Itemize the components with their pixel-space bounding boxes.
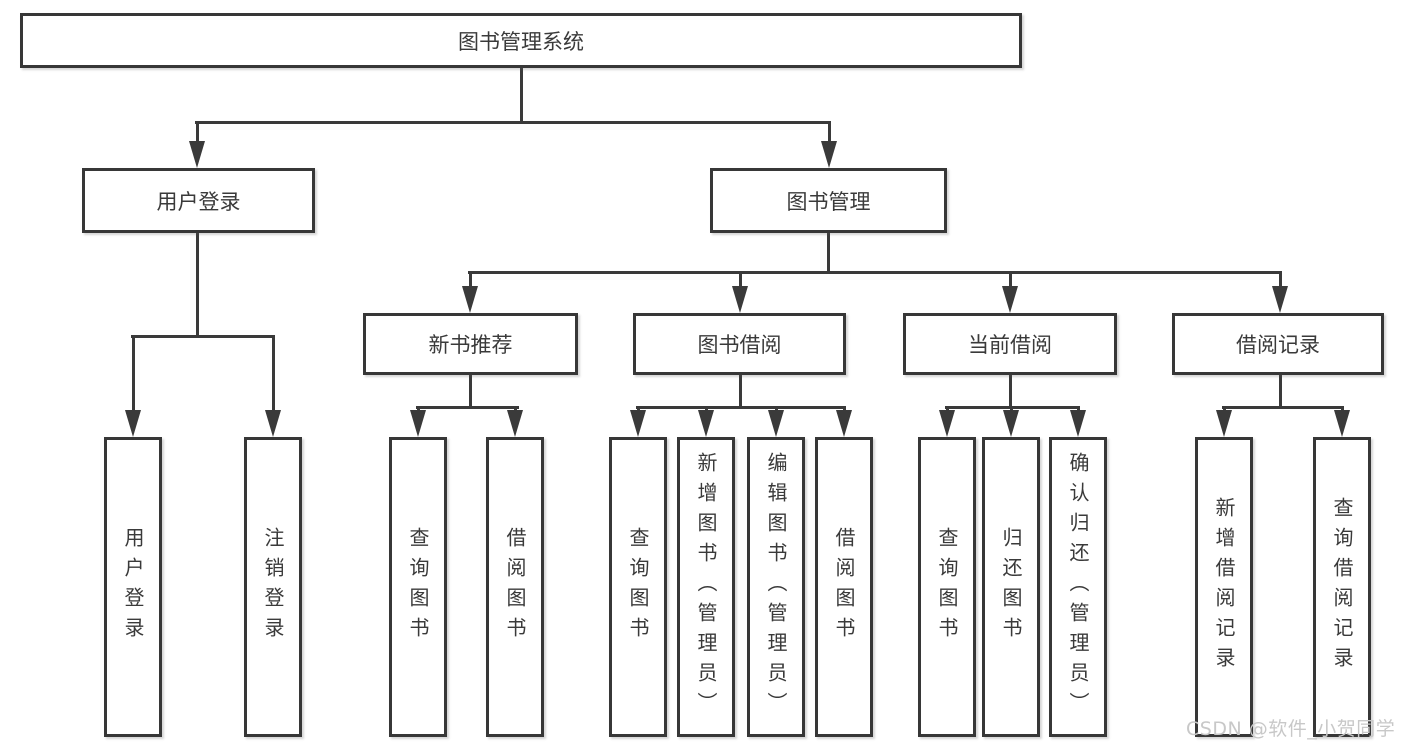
connector-line <box>1009 271 1012 291</box>
leaf-query-books-borrow-label: 查询图书 <box>626 527 650 647</box>
down-arrowhead-icon <box>1002 286 1018 313</box>
leaf-borrow-books-recommend: 借阅图书 <box>486 437 544 737</box>
node-book-management-label: 图书管理 <box>786 189 871 214</box>
leaf-query-books-recommend-label: 查询图书 <box>406 527 430 647</box>
leaf-query-borrow-record-label: 查询借阅记录 <box>1330 497 1354 677</box>
csdn-watermark: CSDN @软件_小贺同学 <box>1186 718 1396 740</box>
node-book-management: 图书管理 <box>710 168 947 233</box>
down-arrowhead-icon <box>698 410 714 437</box>
leaf-query-borrow-record: 查询借阅记录 <box>1313 437 1371 737</box>
leaf-add-borrow-record: 新增借阅记录 <box>1195 437 1253 737</box>
leaf-query-books-current: 查询图书 <box>918 437 976 737</box>
connector-line <box>1222 406 1344 409</box>
down-arrowhead-icon <box>939 410 955 437</box>
connector-line <box>828 121 831 145</box>
leaf-borrow-books: 借阅图书 <box>815 437 873 737</box>
node-new-book-recommend-label: 新书推荐 <box>428 333 513 357</box>
leaf-return-books-label: 归还图书 <box>999 527 1023 647</box>
connector-line <box>469 375 472 408</box>
leaf-logout: 注销登录 <box>244 437 302 737</box>
connector-line <box>636 406 846 409</box>
connector-line <box>131 335 275 338</box>
down-arrowhead-icon <box>462 286 478 313</box>
leaf-edit-books-admin-label: 编辑图书（管理员） <box>764 452 788 722</box>
connector-line <box>195 121 831 124</box>
down-arrowhead-icon <box>507 410 523 437</box>
down-arrowhead-icon <box>732 286 748 313</box>
connector-line <box>132 335 135 413</box>
leaf-borrow-books-recommend-label: 借阅图书 <box>503 527 527 647</box>
leaf-query-books-current-label: 查询图书 <box>935 527 959 647</box>
down-arrowhead-icon <box>1334 410 1350 437</box>
node-book-borrow-label: 图书借阅 <box>697 333 782 357</box>
connector-line <box>469 271 472 291</box>
node-current-borrow: 当前借阅 <box>903 313 1117 375</box>
leaf-return-books: 归还图书 <box>982 437 1040 737</box>
node-new-book-recommend: 新书推荐 <box>363 313 578 375</box>
leaf-add-books-admin: 新增图书（管理员） <box>677 437 735 737</box>
node-root-label: 图书管理系统 <box>458 29 584 54</box>
leaf-borrow-books-label: 借阅图书 <box>832 527 856 647</box>
leaf-confirm-return-admin: 确认归还（管理员） <box>1049 437 1107 737</box>
down-arrowhead-icon <box>1216 410 1232 437</box>
node-user-login-label: 用户登录 <box>156 189 241 214</box>
node-book-borrow: 图书借阅 <box>633 313 846 375</box>
leaf-logout-label: 注销登录 <box>261 527 285 647</box>
connector-line <box>520 68 523 121</box>
down-arrowhead-icon <box>1070 410 1086 437</box>
node-borrow-records-label: 借阅记录 <box>1236 333 1320 357</box>
down-arrowhead-icon <box>125 410 141 437</box>
connector-line <box>416 406 519 409</box>
down-arrowhead-icon <box>410 410 426 437</box>
leaf-user-login-label: 用户登录 <box>121 527 145 647</box>
node-user-login: 用户登录 <box>82 168 315 233</box>
connector-line <box>739 271 742 291</box>
connector-line <box>196 233 199 337</box>
connector-line <box>196 121 199 145</box>
leaf-query-books-recommend: 查询图书 <box>389 437 447 737</box>
connector-line <box>1279 271 1282 291</box>
connector-line <box>272 335 275 413</box>
leaf-user-login: 用户登录 <box>104 437 162 737</box>
connector-line <box>468 271 1282 274</box>
down-arrowhead-icon <box>1272 286 1288 313</box>
connector-line <box>739 375 742 408</box>
leaf-confirm-return-admin-label: 确认归还（管理员） <box>1066 452 1090 722</box>
node-current-borrow-label: 当前借阅 <box>968 333 1052 357</box>
connector-line <box>1279 375 1282 408</box>
down-arrowhead-icon <box>836 410 852 437</box>
connector-line <box>1009 375 1012 408</box>
down-arrowhead-icon <box>1003 410 1019 437</box>
down-arrowhead-icon <box>821 141 837 168</box>
leaf-add-books-admin-label: 新增图书（管理员） <box>694 452 718 722</box>
leaf-edit-books-admin: 编辑图书（管理员） <box>747 437 805 737</box>
leaf-query-books-borrow: 查询图书 <box>609 437 667 737</box>
leaf-add-borrow-record-label: 新增借阅记录 <box>1212 497 1236 677</box>
connector-line <box>827 233 830 273</box>
node-borrow-records: 借阅记录 <box>1172 313 1384 375</box>
down-arrowhead-icon <box>189 141 205 168</box>
down-arrowhead-icon <box>768 410 784 437</box>
node-root: 图书管理系统 <box>20 13 1022 68</box>
down-arrowhead-icon <box>630 410 646 437</box>
down-arrowhead-icon <box>265 410 281 437</box>
